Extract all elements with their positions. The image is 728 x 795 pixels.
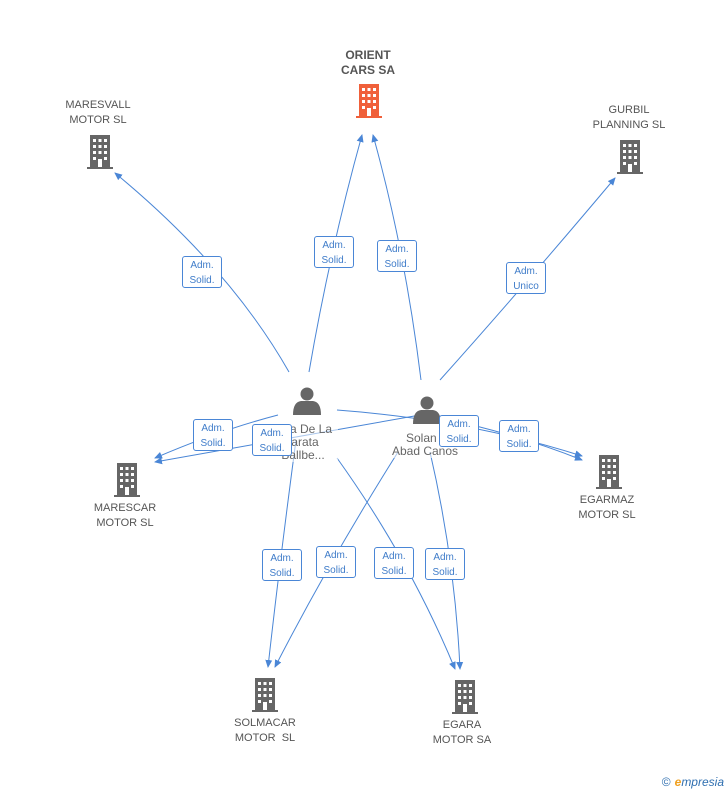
company-name-line: EGARMAZ [579,494,635,506]
company-label-maresvall: MARESVALL MOTOR SL [52,98,144,128]
edge-label-line: Solid. [432,567,458,578]
person-name-line: arata [291,435,319,449]
person-name-line: a De La [289,422,333,436]
company-name-line: CARS SA [340,63,395,77]
edge-label-line: Solid. [200,438,226,449]
company-name-line: MOTOR SA [432,734,492,746]
building-icon [356,84,382,118]
edge-label[interactable]: Adm. Solid. [377,240,417,272]
edge-label-line: Adm. [447,419,471,430]
edge-label[interactable]: Adm. Solid. [499,420,539,452]
brand-name: mpresia [681,775,724,789]
company-label-egarmaz: EGARMAZ MOTOR SL [562,493,652,523]
building-icon [617,140,643,174]
person-icon [293,387,321,415]
edge-label-line: Adm. [190,260,214,271]
company-label-egara: EGARA MOTOR SA [417,718,507,748]
company-label-solmacar: SOLMACAR MOTOR SL [220,716,310,746]
person-name-line: Solan [406,431,437,445]
edge-label-line: Adm. [507,424,531,435]
building-icon [596,455,622,489]
edge-label[interactable]: Adm. Solid. [252,424,292,456]
company-name-line: MOTOR SL [96,517,154,529]
company-label-gurbil: GURBIL PLANNING SL [584,103,674,133]
edge-label-line: Solid. [323,565,349,576]
edge-label-line: Adm. [385,244,409,255]
company-name-line: MARESVALL [65,99,131,111]
edge-label-line: Adm. [201,423,225,434]
person-name-line: Ballbe... [281,448,325,462]
person-name-line: Abad Canos [391,444,459,458]
company-name-line: MOTOR SL [69,114,127,126]
edge-label[interactable]: Adm. Solid. [439,415,479,447]
edge-label-line: Solid. [381,566,407,577]
edge-label[interactable]: Adm. Unico [506,262,546,294]
brand-initial: e [674,775,682,789]
empresia-credit[interactable]: ©empresia [662,775,724,789]
edge-label-line: Solid. [384,259,410,270]
edge-label-line: Solid. [321,255,347,266]
edge-label-line: Adm. [514,266,538,277]
copyright-icon: © [661,775,671,789]
edges [114,134,616,670]
building-icon [452,680,478,714]
edge-label-line: Solid. [506,439,532,450]
company-label-orient: ORIENT CARS SA [328,48,408,78]
company-name-line: SOLMACAR [234,717,296,729]
edge-label-line: Adm. [270,553,294,564]
company-name-line: EGARA [442,719,482,731]
edge-label-line: Solid. [189,275,215,286]
person-icon [413,396,441,424]
edge-label-line: Adm. [433,552,457,563]
edge-label[interactable]: Adm. Solid. [193,419,233,451]
company-name-line: MARESCAR [93,502,157,514]
building-icon [87,135,113,169]
company-name-line: ORIENT [345,48,391,62]
building-icon [114,463,140,497]
company-name-line: MOTOR SL [578,509,636,521]
edge-label[interactable]: Adm. Solid. [314,236,354,268]
edge-label-line: Adm. [324,550,348,561]
edge-label[interactable]: Adm. Solid. [425,548,465,580]
edge-label-line: Solid. [259,443,285,454]
company-name-line: PLANNING SL [592,119,666,131]
edge-label-line: Adm. [322,240,346,251]
edge-label-line: Adm. [260,428,284,439]
edge-label[interactable]: Adm. Solid. [374,547,414,579]
company-name-line: GURBIL [608,104,650,116]
edge-label-line: Solid. [269,568,295,579]
company-name-line: MOTOR SL [234,732,296,744]
company-label-marescar: MARESCAR MOTOR SL [80,501,170,531]
edge-label[interactable]: Adm. Solid. [316,546,356,578]
edge-label[interactable]: Adm. Solid. [262,549,302,581]
edge-label-line: Solid. [446,434,472,445]
edge-label-line: Unico [513,281,539,292]
edge-label[interactable]: Adm. Solid. [182,256,222,288]
edge-label-line: Adm. [382,551,406,562]
building-icon [252,678,278,712]
